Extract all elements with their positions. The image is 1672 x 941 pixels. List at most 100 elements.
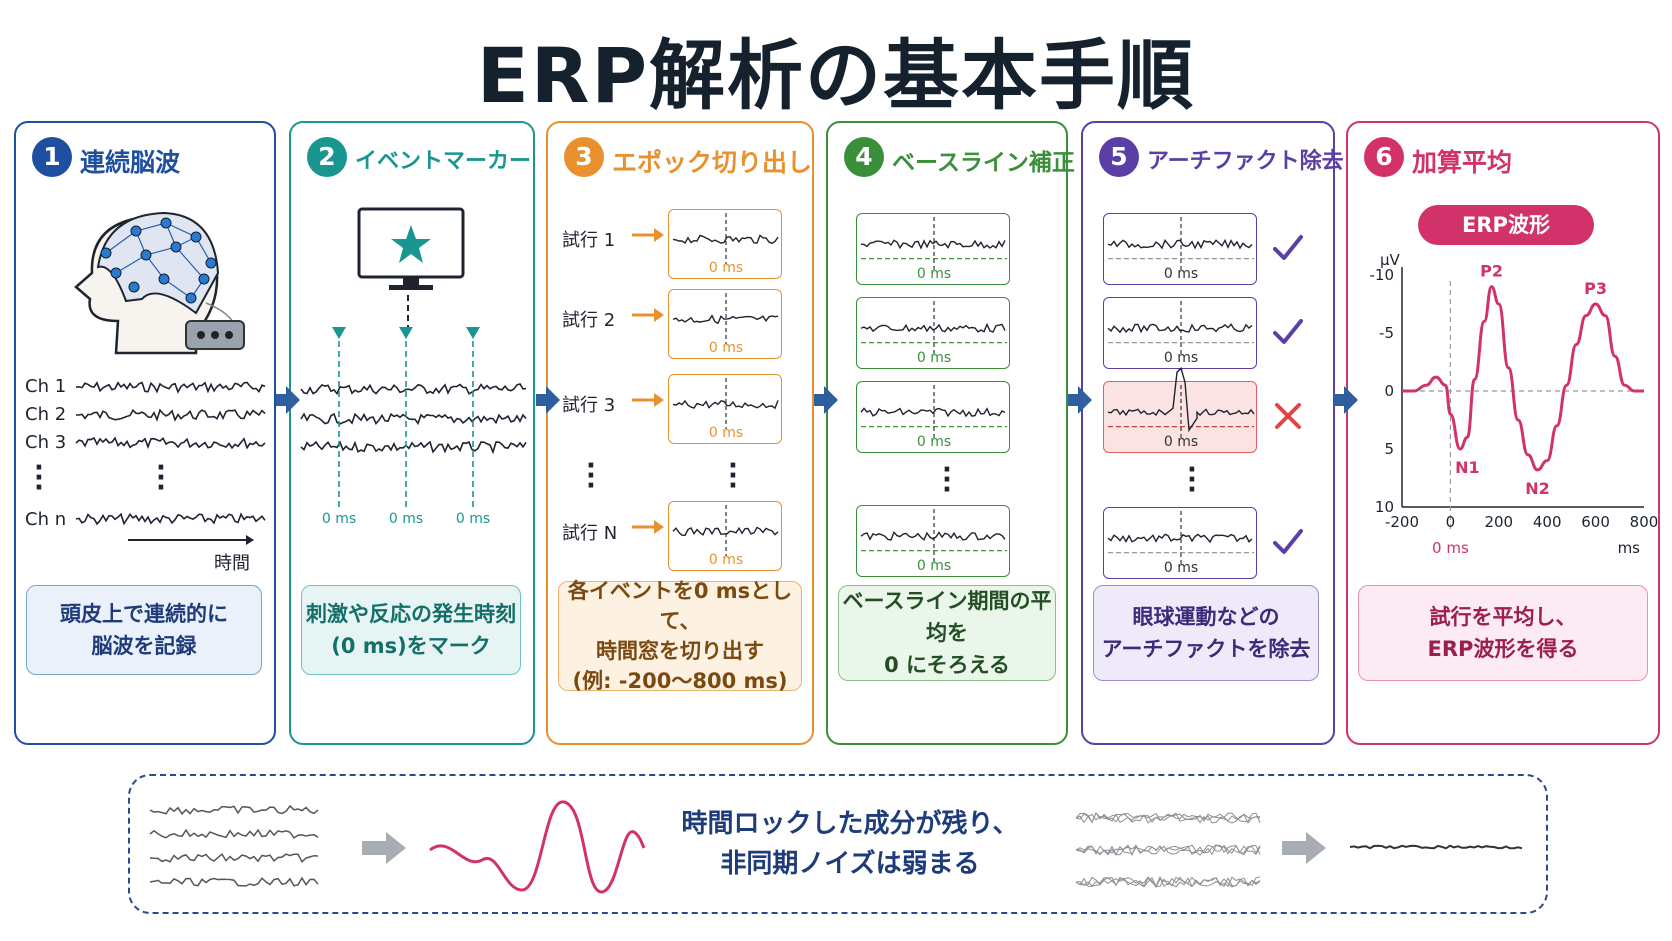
step-title: アーチファクト除去 <box>1147 149 1344 174</box>
epoch-box: 0 ms <box>1103 297 1257 369</box>
epoch-zero-label: 0 ms <box>708 552 744 568</box>
epoch-trace <box>860 407 1006 418</box>
peak-label: N1 <box>1455 458 1480 477</box>
marker-triangle-icon <box>332 327 346 339</box>
overlap-trace <box>1075 876 1261 888</box>
flat-line-icon <box>1349 844 1523 850</box>
epoch-trace <box>1107 533 1253 544</box>
marker-triangle-icon <box>399 327 413 339</box>
marker-time-label: 0 ms <box>321 511 357 527</box>
overlap-trace <box>1075 844 1261 857</box>
trial-label: 試行 N <box>562 523 618 544</box>
trial-arrow-head <box>654 308 664 322</box>
vertical-ellipsis: ··· <box>728 451 738 501</box>
marker-triangle-icon <box>466 327 480 339</box>
epoch-box: 0 ms <box>856 505 1010 577</box>
x-tick-label: 0 <box>1446 513 1456 531</box>
noisy-trace <box>149 853 319 864</box>
time-arrow <box>128 535 254 545</box>
y-tick-label: 5 <box>1384 440 1394 458</box>
x-tick-label: 400 <box>1533 513 1562 531</box>
epoch-zero-label: 0 ms <box>916 558 952 574</box>
eeg-trace <box>76 408 266 422</box>
epoch-trace <box>860 530 1006 541</box>
step-number: 6 <box>1364 137 1404 177</box>
eeg-trace <box>75 512 266 526</box>
step-4-panel: 4 ベースライン補正 0 ms 0 ms 0 ms 0 ms ··· ベースライン期間… <box>826 121 1075 745</box>
zero-ms-label: 0 ms <box>1432 539 1469 557</box>
epoch-trace <box>672 314 779 325</box>
epoch-zero-label: 0 ms <box>708 260 744 276</box>
step-caption: 試行を平均し、ERP波形を得る <box>1358 585 1648 681</box>
y-tick-label: 0 <box>1384 382 1394 400</box>
step-title: 連続脳波 <box>80 148 181 177</box>
eeg-trace <box>75 381 266 394</box>
amplifier-icon <box>185 320 245 350</box>
eeg-trace <box>300 440 527 455</box>
trial-label: 試行 2 <box>562 310 616 331</box>
vertical-ellipsis: ··· <box>586 451 596 501</box>
noisy-trials-icon <box>149 804 319 887</box>
overlap-trace <box>1075 844 1261 856</box>
cross-icon <box>1275 403 1301 429</box>
epoch-zero-label: 0 ms <box>916 266 952 282</box>
noisy-trace <box>149 876 319 887</box>
epoch-zero-label: 0 ms <box>708 425 744 441</box>
epoch-box: 0 ms <box>856 213 1010 285</box>
epoch-trace <box>860 239 1006 250</box>
y-tick-label: -10 <box>1370 266 1395 284</box>
flow-arrow-head <box>286 386 300 414</box>
channel-label: Ch n <box>25 509 67 530</box>
peak-label: N2 <box>1525 479 1550 498</box>
x-axis-label: ms <box>1618 539 1641 557</box>
y-axis-label: μV <box>1380 251 1401 269</box>
trial-label: 試行 3 <box>562 395 616 416</box>
epoch-trace <box>1107 366 1255 433</box>
flow-arrow <box>276 394 288 406</box>
step-number: 4 <box>844 137 884 177</box>
epoch-box: 0 ms <box>668 289 782 359</box>
flow-arrow <box>1068 394 1080 406</box>
x-tick-label: 600 <box>1581 513 1610 531</box>
erp-badge: ERP波形 <box>1418 205 1594 245</box>
eeg-traces <box>75 381 266 526</box>
erp-wave-icon <box>429 800 646 894</box>
time-label: 時間 <box>214 553 250 574</box>
step-title: 加算平均 <box>1412 148 1513 177</box>
epoch-box: 0 ms <box>668 209 782 279</box>
marked-eeg-traces <box>300 327 527 509</box>
erp-curve <box>429 800 646 894</box>
x-tick-label: 800 <box>1630 513 1659 531</box>
epoch-trace <box>672 399 779 410</box>
epoch-box: 0 ms <box>856 381 1010 453</box>
peak-label: P2 <box>1480 262 1503 281</box>
epoch-trace <box>860 322 1006 333</box>
overlap-trace <box>1075 813 1261 824</box>
flow-arrow <box>536 394 548 406</box>
flow-arrow <box>814 394 826 406</box>
flow-arrow-head <box>1078 386 1092 414</box>
epoch-trace <box>672 234 779 245</box>
epoch-trace <box>1107 238 1253 250</box>
vertical-ellipsis: ··· <box>1187 455 1197 505</box>
trial-arrow-head <box>654 520 664 534</box>
step-caption: 頭皮上で連続的に脳波を記録 <box>26 585 262 675</box>
flow-arrows <box>276 386 1358 414</box>
x-tick-label: -200 <box>1385 513 1419 531</box>
epoch-zero-label: 0 ms <box>1163 560 1199 576</box>
check-icon <box>1273 319 1303 344</box>
epoch-zero-label: 0 ms <box>1163 350 1199 366</box>
epoch-zero-label: 0 ms <box>1163 266 1199 282</box>
vertical-ellipsis: ··· <box>942 455 952 505</box>
overlap-trace <box>1075 875 1261 888</box>
step-caption: 刺激や反応の発生時刻(0 ms)をマーク <box>301 585 521 675</box>
step-title: ベースライン補正 <box>892 150 1075 176</box>
overlapping-noise-icon <box>1075 811 1261 888</box>
x-tick-label: 200 <box>1484 513 1513 531</box>
epoch-box: 0 ms <box>856 297 1010 369</box>
epoch-box: 0 ms <box>1103 507 1257 579</box>
